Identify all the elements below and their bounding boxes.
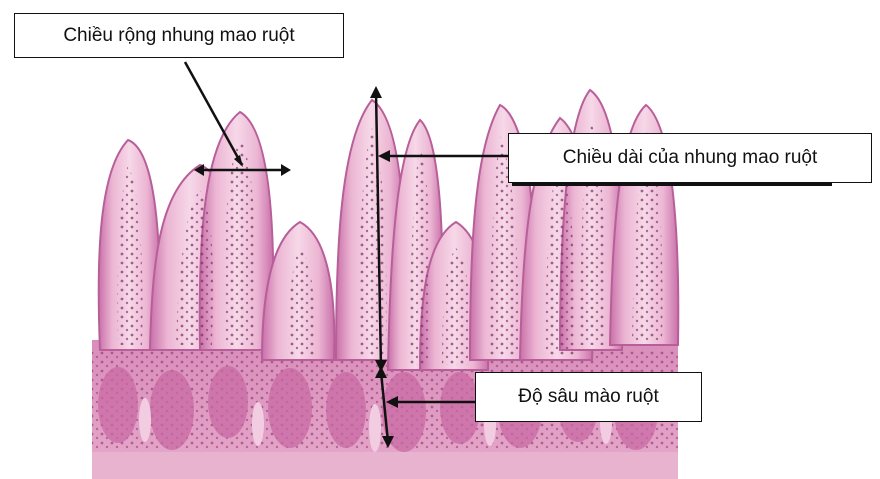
width-pointer-line (185, 62, 242, 165)
villus-length-label: Chiều dài của nhung mao ruột (508, 133, 872, 183)
arrowhead (370, 86, 382, 98)
villus-width-label: Chiều rộng nhung mao ruột (14, 13, 344, 58)
arrowhead (281, 164, 291, 176)
crypt-depth-label: Độ sâu mào ruột (475, 372, 702, 422)
